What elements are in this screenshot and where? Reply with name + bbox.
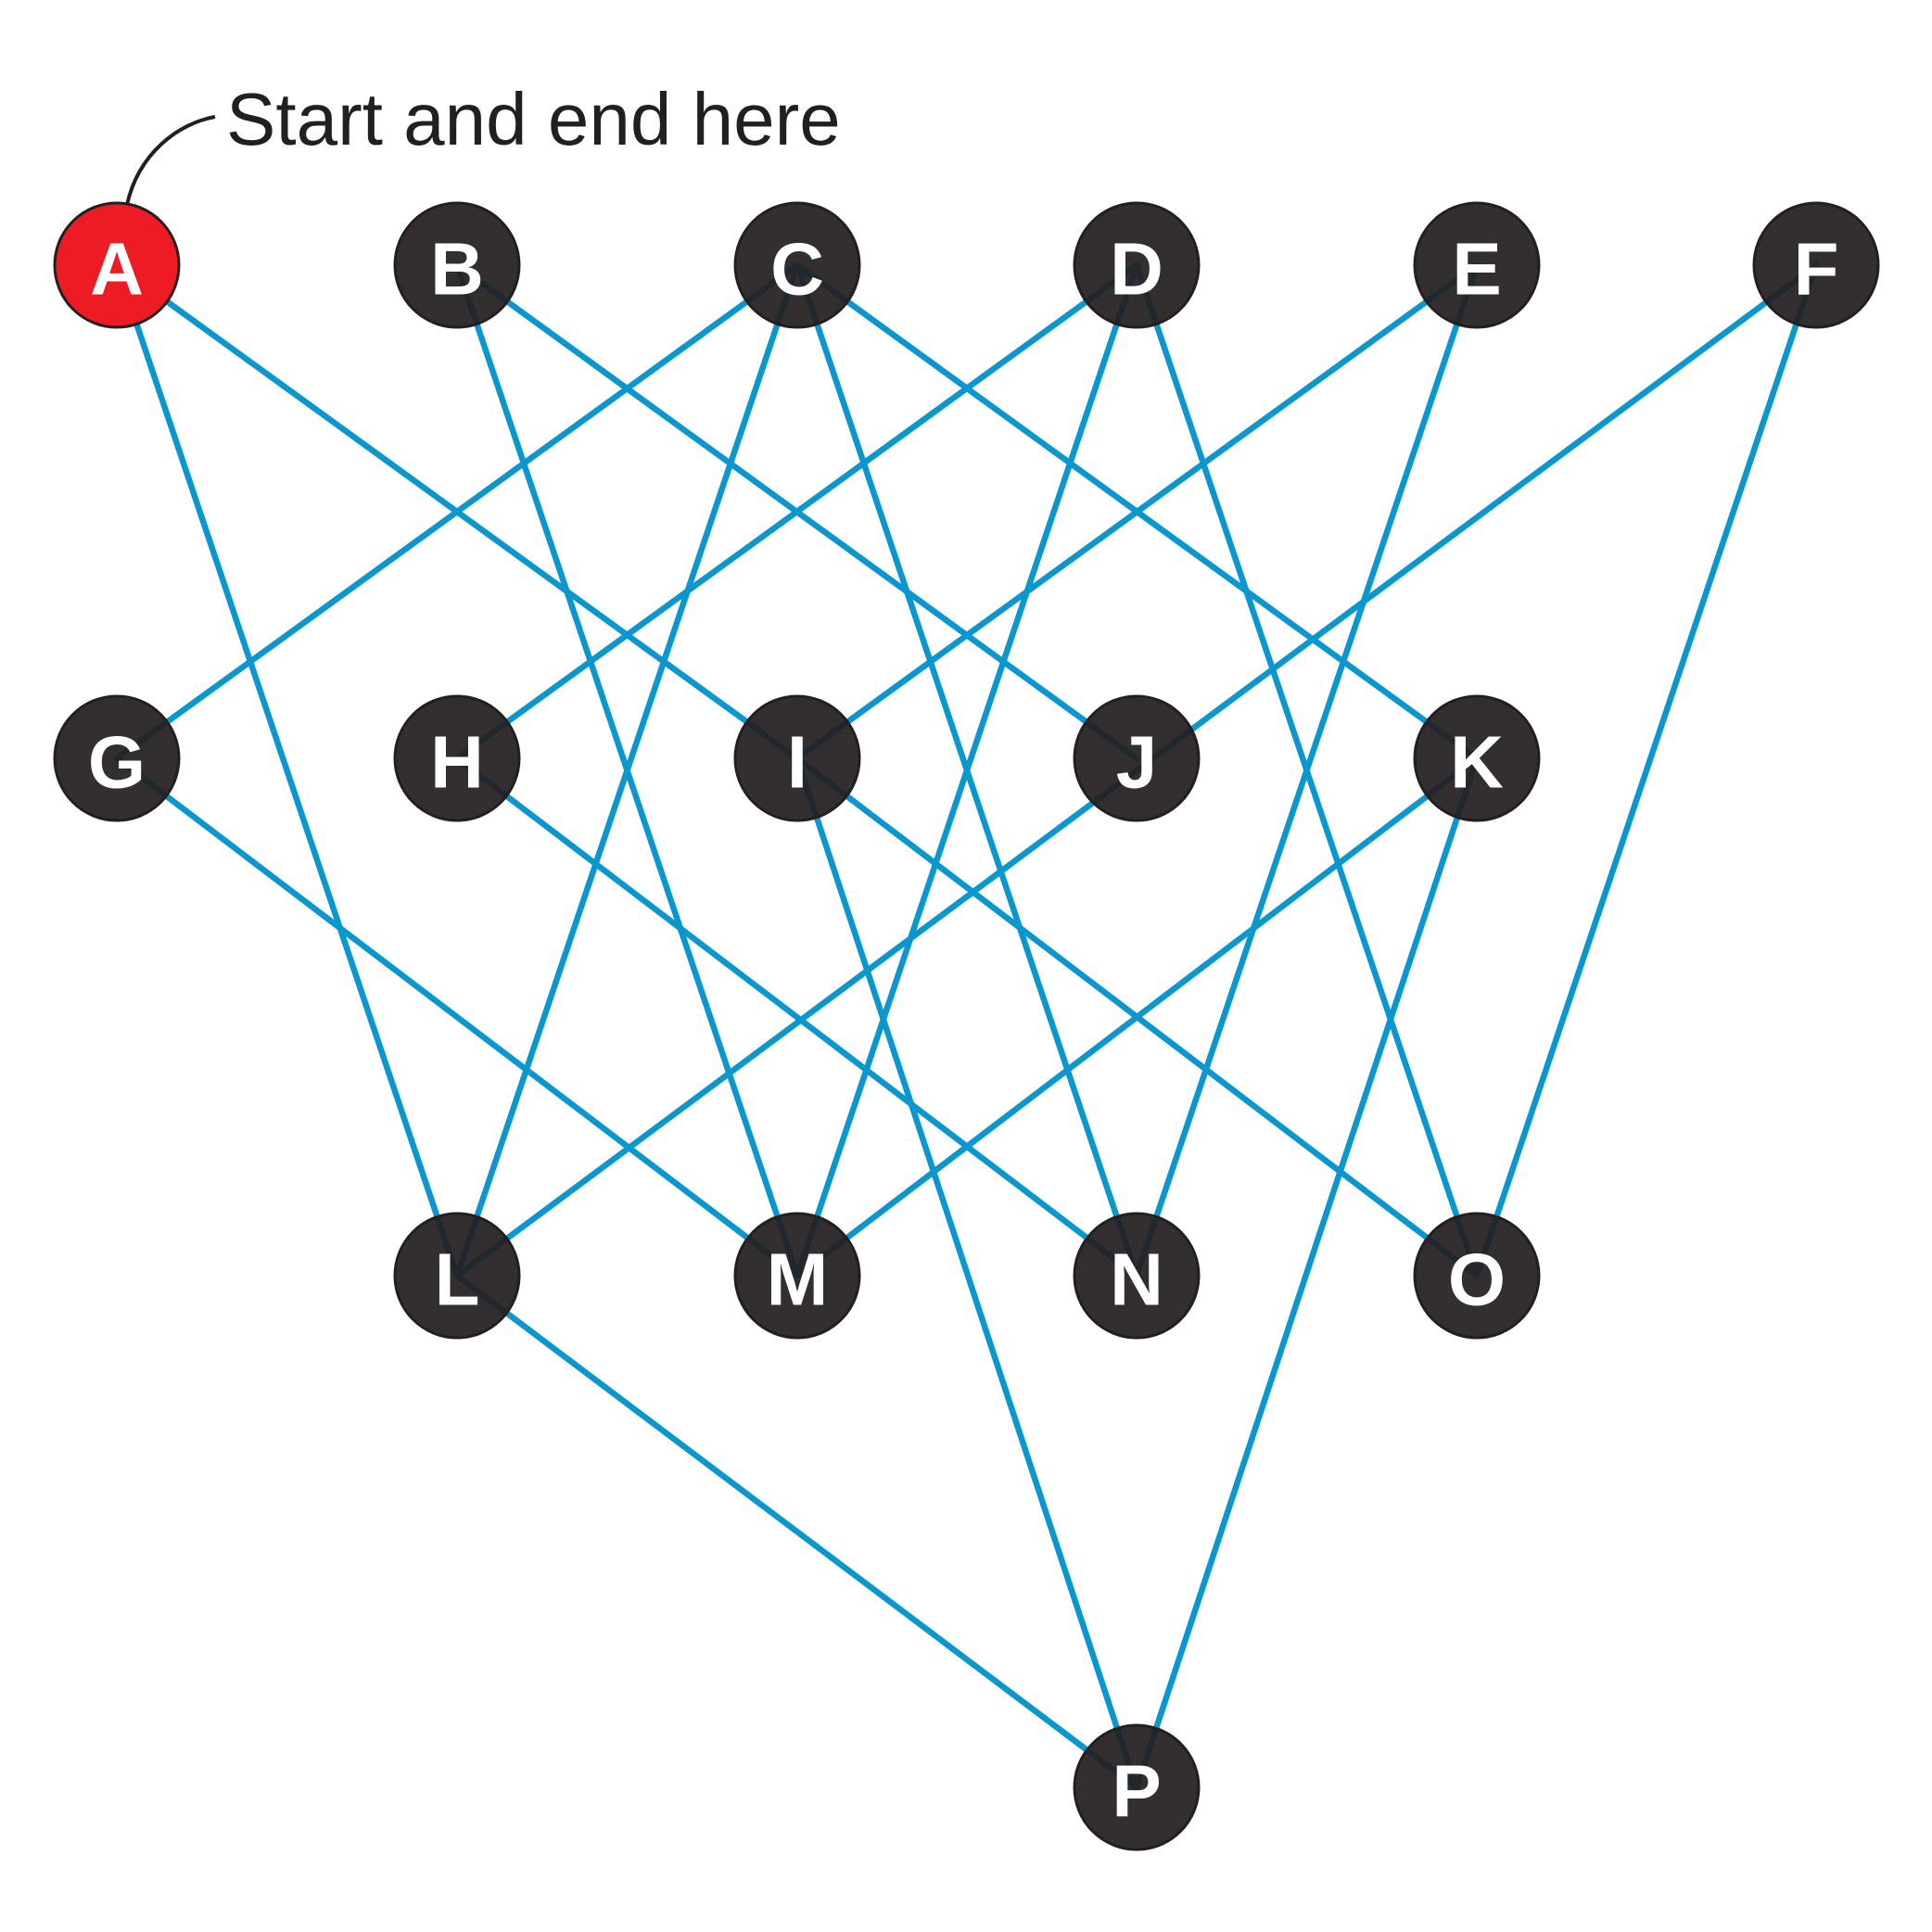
node-label-e: E	[1452, 228, 1501, 311]
edge-e-n	[1133, 261, 1481, 1279]
node-circle-i	[733, 694, 861, 822]
edge-h-n	[453, 755, 1140, 1279]
node-circle-m	[733, 1212, 861, 1340]
node-label-b: B	[430, 228, 484, 311]
node-l: L	[393, 1212, 521, 1340]
node-o: O	[1413, 1212, 1541, 1340]
edge-d-m	[794, 261, 1140, 1279]
node-label-g: G	[88, 721, 146, 804]
edge-k-m	[794, 755, 1481, 1279]
node-circle-l	[393, 1212, 521, 1340]
node-e: E	[1413, 201, 1541, 329]
node-f: F	[1752, 201, 1880, 329]
edge-c-g	[113, 261, 801, 762]
node-circle-e	[1413, 201, 1541, 329]
node-circle-h	[393, 694, 521, 822]
node-circle-a	[53, 201, 181, 329]
node-m: M	[733, 1212, 861, 1340]
node-circle-g	[53, 694, 181, 822]
node-circle-k	[1413, 694, 1541, 822]
node-j: J	[1073, 694, 1201, 822]
edges-layer	[113, 261, 1820, 1791]
edge-k-p	[1133, 755, 1481, 1791]
node-b: B	[393, 201, 521, 329]
node-label-o: O	[1448, 1239, 1506, 1321]
node-label-c: C	[770, 228, 824, 311]
node-i: I	[733, 694, 861, 822]
node-circle-j	[1073, 694, 1201, 822]
node-c: C	[733, 201, 861, 329]
node-circle-d	[1073, 201, 1201, 329]
edge-d-h	[453, 261, 1140, 762]
node-label-j: J	[1116, 721, 1158, 804]
edge-l-p	[453, 1272, 1140, 1791]
callout-leader-line	[125, 115, 216, 206]
node-circle-n	[1073, 1212, 1201, 1340]
node-label-h: H	[430, 721, 484, 804]
node-g: G	[53, 694, 181, 822]
node-h: H	[393, 694, 521, 822]
edge-a-l	[113, 261, 461, 1279]
callout-text: Start and end here	[226, 78, 841, 160]
node-label-n: N	[1110, 1239, 1163, 1321]
nodes-layer: A B C D E F G H I J K L M N O P	[53, 201, 1880, 1851]
node-label-p: P	[1112, 1750, 1161, 1833]
callout: Start and end here	[125, 78, 841, 206]
node-label-a: A	[90, 228, 144, 311]
node-d: D	[1073, 201, 1201, 329]
edge-e-i	[794, 261, 1481, 762]
node-label-i: I	[787, 721, 807, 804]
edge-f-o	[1473, 261, 1820, 1279]
node-label-l: L	[435, 1239, 480, 1321]
edge-i-p	[794, 755, 1140, 1791]
node-circle-o	[1413, 1212, 1541, 1340]
node-circle-p	[1073, 1723, 1201, 1851]
node-label-m: M	[767, 1239, 829, 1321]
node-label-k: K	[1450, 721, 1504, 804]
node-circle-b	[393, 201, 521, 329]
edge-c-l	[453, 261, 801, 1279]
node-label-f: F	[1794, 228, 1839, 311]
node-k: K	[1413, 694, 1541, 822]
node-a: A	[53, 201, 181, 329]
node-circle-f	[1752, 201, 1880, 329]
node-label-d: D	[1110, 228, 1163, 311]
node-circle-c	[733, 201, 861, 329]
edge-g-m	[113, 755, 801, 1279]
node-p: P	[1073, 1723, 1201, 1851]
node-n: N	[1073, 1212, 1201, 1340]
